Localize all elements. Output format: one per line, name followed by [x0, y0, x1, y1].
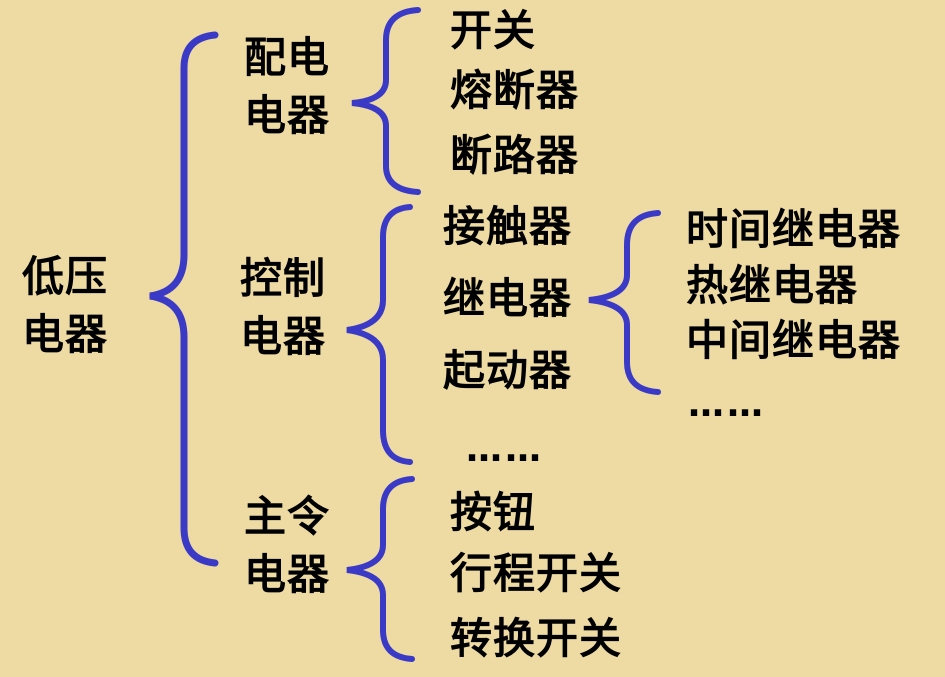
relay-intermediate: 中间继电器 [686, 316, 902, 365]
root-brace [149, 31, 219, 567]
group-distribution-label: 配电 电器 [244, 37, 330, 137]
item-transfer-switch: 转换开关 [450, 614, 623, 663]
root-label: 低压 电器 [22, 256, 108, 356]
root-label-line1: 低压 [22, 252, 109, 301]
relay-brace [588, 210, 661, 395]
item-switch: 开关 [450, 6, 537, 55]
group-label-line2: 电器 [244, 91, 331, 140]
group-control-label: 控制 电器 [240, 258, 326, 358]
item-fuse: 熔断器 [450, 66, 580, 115]
distribution-brace [351, 7, 421, 195]
item-control-ellipsis: …… [466, 429, 544, 470]
root-label-line2: 电器 [22, 310, 109, 359]
group-label-line1: 控制 [240, 254, 327, 303]
master-brace [346, 476, 415, 662]
group-label-line1: 主令 [244, 492, 331, 541]
relay-ellipsis: …… [688, 384, 766, 425]
relay-time: 时间继电器 [686, 205, 902, 254]
group-master-label: 主令 电器 [244, 496, 330, 596]
item-contactor: 接触器 [443, 202, 573, 251]
item-relay: 继电器 [443, 274, 573, 323]
item-button: 按钮 [450, 488, 537, 537]
control-brace [346, 204, 413, 465]
item-circuit-breaker: 断路器 [450, 131, 580, 180]
group-label-line2: 电器 [244, 550, 331, 599]
group-label-line1: 配电 [244, 33, 331, 82]
relay-thermal: 热继电器 [686, 261, 859, 310]
group-label-line2: 电器 [240, 312, 327, 361]
item-starter: 起动器 [443, 346, 573, 395]
item-limit-switch: 行程开关 [450, 549, 623, 598]
